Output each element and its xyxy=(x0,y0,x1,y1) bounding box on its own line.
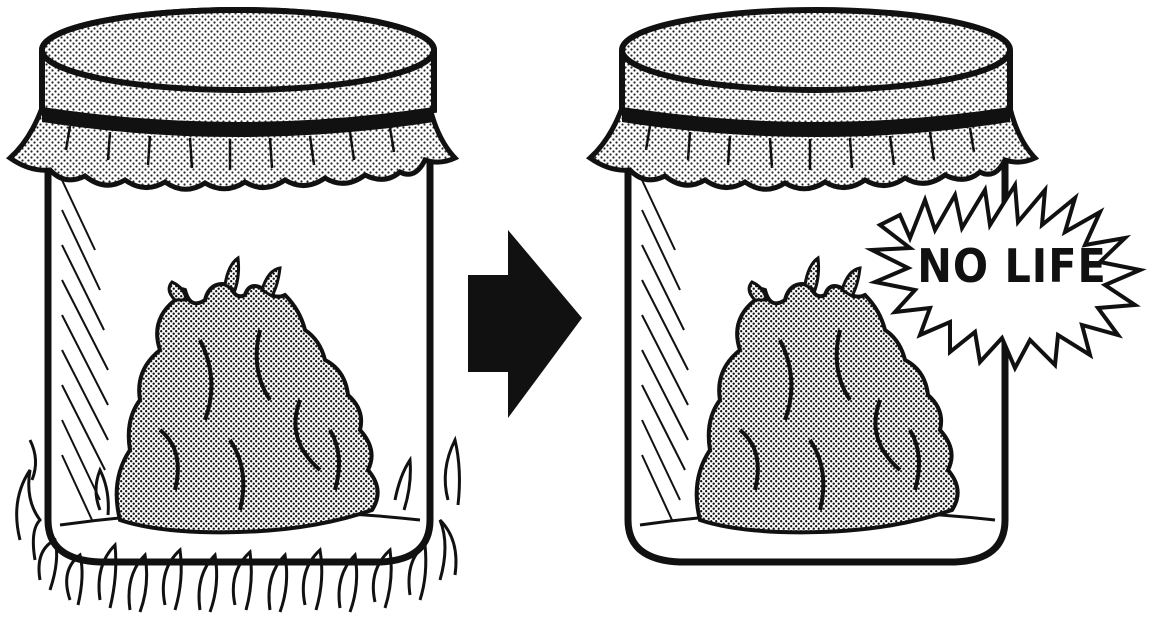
no-life-label: NO LIFE xyxy=(917,239,1107,293)
right-arrow xyxy=(468,230,582,418)
right-jar-lid xyxy=(622,10,1010,90)
left-jar xyxy=(10,10,459,612)
right-jar: NO LIFE xyxy=(590,10,1140,562)
